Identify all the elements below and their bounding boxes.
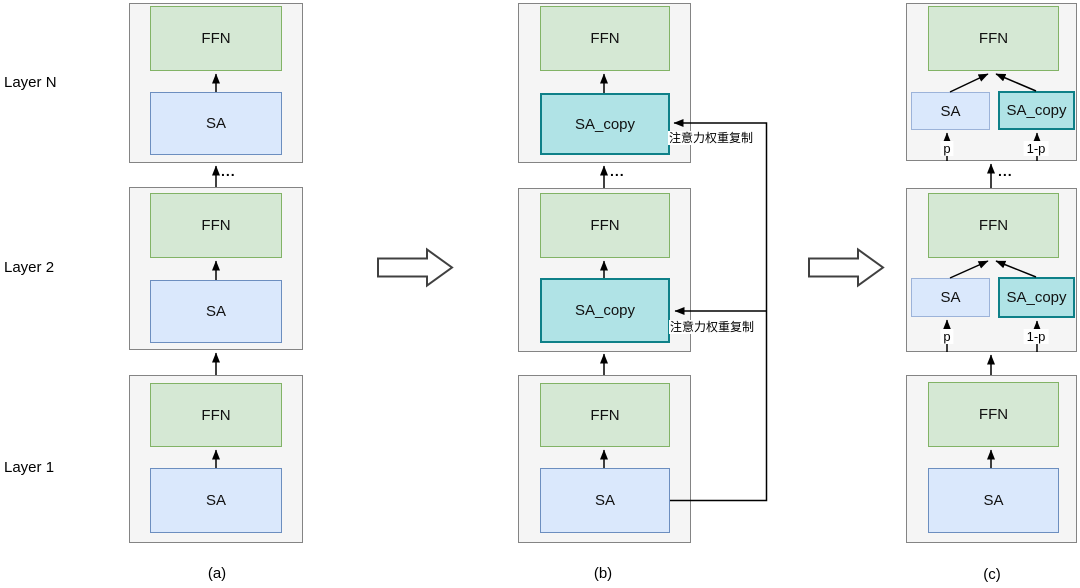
prob-1-p-label-layer-2: 1-p (1023, 329, 1049, 344)
sa-copy-block: SA_copy (540, 278, 670, 343)
caption-a: (a) (207, 565, 227, 582)
sa-copy-block: SA_copy (540, 93, 670, 155)
ffn-block: FFN (928, 193, 1059, 258)
ellipsis-b: ... (610, 163, 625, 179)
sa-block: SA (911, 92, 990, 130)
row-label-layer-1: Layer 1 (4, 459, 55, 476)
hollow-arrow-a-to-b-icon (377, 247, 454, 288)
sa-block: SA (150, 468, 282, 533)
column-c-flow-arrows (943, 73, 1041, 468)
ffn-block: FFN (928, 382, 1059, 447)
prob-p-label-layer-2: p (940, 329, 954, 344)
prob-1-p-label-layer-n: 1-p (1023, 141, 1049, 156)
hollow-arrow-b-to-c-icon (808, 247, 885, 288)
sa-block: SA (911, 278, 990, 317)
ffn-block: FFN (540, 383, 670, 447)
caption-b: (b) (593, 565, 613, 582)
sa-copy-block: SA_copy (998, 91, 1075, 130)
prob-p-label-layer-n: p (940, 141, 954, 156)
ffn-block: FFN (150, 193, 282, 258)
ffn-block: FFN (928, 6, 1059, 71)
row-label-layer-2: Layer 2 (4, 259, 55, 276)
ellipsis-c: ... (998, 163, 1013, 179)
sa-block: SA (150, 92, 282, 155)
sa-block: SA (928, 468, 1059, 533)
caption-c: (c) (983, 566, 1001, 583)
sa-block: SA (540, 468, 670, 533)
attention-copy-connector (670, 119, 768, 502)
ffn-block: FFN (540, 6, 670, 71)
ellipsis-a: ... (221, 163, 236, 179)
transition-hollow-arrows (377, 247, 885, 288)
ffn-block: FFN (150, 383, 282, 447)
sa-block: SA (150, 280, 282, 343)
sa-copy-block: SA_copy (998, 277, 1075, 318)
ffn-block: FFN (540, 193, 670, 258)
row-label-layer-n: Layer N (4, 74, 57, 91)
ffn-block: FFN (150, 6, 282, 71)
attention-copy-label-layer-2: 注意力权重复制 (669, 320, 756, 334)
attention-copy-label-layer-n: 注意力权重复制 (668, 131, 755, 145)
